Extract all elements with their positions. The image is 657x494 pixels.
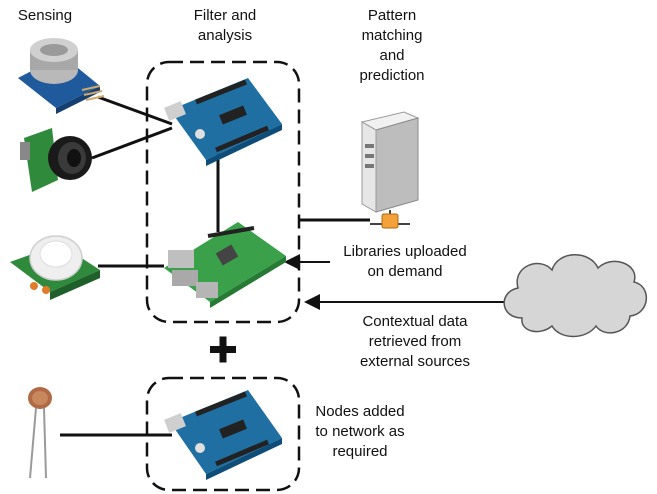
annotation-nodes: Nodes added to network as required	[300, 402, 420, 462]
heading-filter-analysis: Filter and analysis	[170, 6, 280, 46]
heading-sensing: Sensing	[17, 7, 73, 24]
heading-filter-line1: Filter and	[193, 7, 257, 24]
annotation-contextual-line2: retrieved from	[368, 333, 462, 350]
arduino-board-icon-extra	[164, 390, 282, 480]
annotation-contextual-line3: external sources	[359, 353, 471, 370]
raspberry-pi-icon	[164, 222, 286, 308]
annotation-libraries: Libraries uploaded on demand	[330, 242, 480, 282]
annotation-libraries-line2: on demand	[367, 263, 443, 280]
filter-analysis-box	[145, 60, 301, 324]
heading-pattern-line4: prediction	[359, 67, 425, 84]
photoresistor-icon	[28, 387, 52, 479]
annotation-libraries-line1: Libraries uploaded	[343, 243, 467, 260]
annotation-contextual-line1: Contextual data	[362, 313, 468, 330]
annotation-nodes-line1: Nodes added	[315, 403, 405, 420]
pir-sensor-icon	[10, 235, 100, 300]
plus-sign-icon	[210, 336, 236, 363]
cloud-icon	[503, 254, 648, 338]
gas-sensor-icon	[18, 38, 105, 114]
heading-filter-line2: analysis	[197, 27, 253, 44]
heading-pattern-line2: matching	[361, 27, 423, 44]
heading-pattern-line3: and	[379, 47, 405, 64]
server-icon	[360, 111, 420, 229]
gas-sensor-link	[97, 95, 173, 126]
ultrasonic-sensor-icon	[20, 128, 92, 192]
arduino-board-icon	[164, 78, 282, 166]
annotation-contextual: Contextual data retrieved from external …	[340, 312, 490, 372]
heading-pattern-line1: Pattern	[367, 7, 417, 24]
heading-pattern-prediction: Pattern matching and prediction	[342, 6, 442, 86]
ultrasonic-sensor-link	[91, 126, 173, 160]
plus-sign-text: +	[200, 332, 246, 352]
annotation-nodes-line3: required	[332, 443, 388, 460]
annotation-nodes-line2: to network as	[315, 423, 405, 440]
